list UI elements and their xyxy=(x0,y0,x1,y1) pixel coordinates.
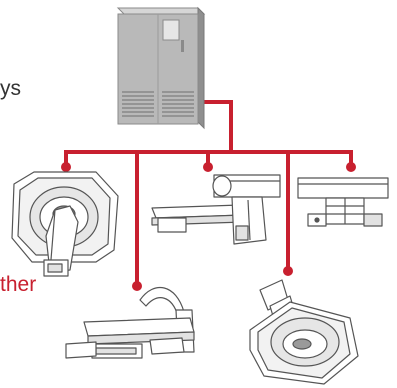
cropped-text-lower: ther xyxy=(0,273,37,296)
node-ct xyxy=(61,162,71,172)
server-cabinet-icon xyxy=(116,6,206,130)
server-uplink-line xyxy=(203,100,233,154)
network-nodes xyxy=(61,162,356,291)
x-ray-table-icon xyxy=(151,174,281,245)
node-c-arm xyxy=(132,281,142,291)
gantry-scanner-icon xyxy=(249,279,359,385)
ct-scanner-icon xyxy=(11,171,119,277)
cropped-text-upper: ys xyxy=(0,77,21,100)
node-radiography xyxy=(346,162,356,172)
c-arm-icon xyxy=(65,286,195,359)
radiography-table-icon xyxy=(297,177,389,227)
node-gantry xyxy=(283,266,293,276)
node-xray-table xyxy=(203,162,213,172)
